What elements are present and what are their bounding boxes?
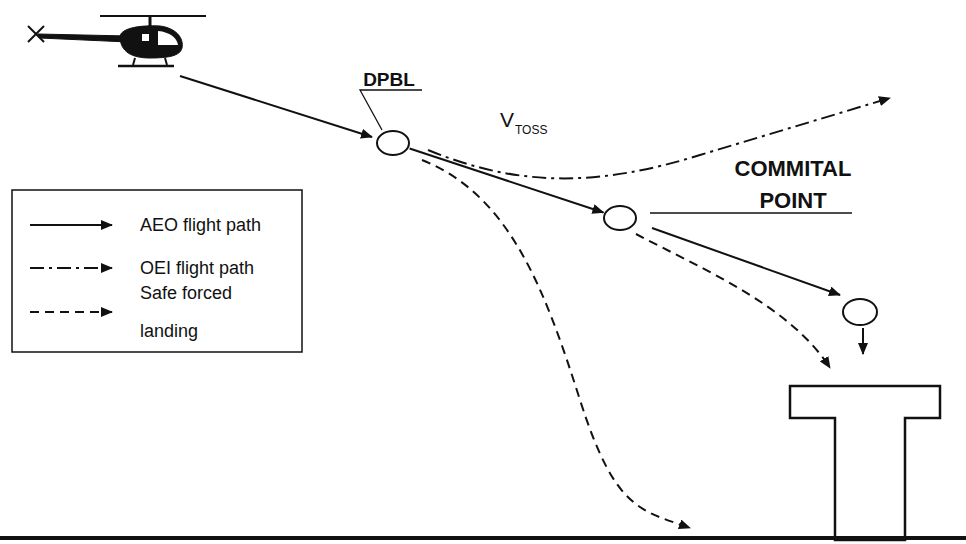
aeo-path	[180, 76, 372, 137]
position-circle: DPBL	[376, 130, 410, 156]
forced-landing-path	[636, 234, 830, 368]
legend-text: OEI flight path	[140, 249, 300, 287]
fuselage	[120, 26, 182, 58]
helicopter	[28, 16, 206, 66]
legend-sample	[30, 311, 112, 313]
speed-symbol: V	[500, 108, 514, 132]
legend-box	[12, 190, 302, 352]
aeo-path	[410, 149, 604, 213]
point-label: DPBL	[363, 66, 415, 94]
vertical-descent	[862, 328, 864, 354]
helipad	[790, 386, 940, 540]
tail-rotor	[28, 26, 44, 42]
legend-sample	[30, 267, 112, 269]
legend-sample	[30, 224, 112, 226]
cockpit-window	[158, 31, 178, 45]
circle-outline	[376, 130, 410, 156]
skid-strut	[165, 58, 167, 65]
circle-outline	[603, 205, 637, 231]
legend-text: AEO flight path	[140, 206, 300, 244]
circle-shape	[604, 206, 636, 230]
ground-line	[0, 536, 966, 540]
legend-text: Safe forced landing	[140, 274, 255, 350]
point-label: COMMITAL POINT	[718, 153, 868, 217]
speed-subscript: TOSS	[515, 123, 547, 137]
skid-strut	[133, 58, 135, 65]
position-circle: COMMITAL POINT	[603, 205, 637, 231]
circle-shape	[377, 131, 409, 155]
tail-boom	[38, 34, 128, 42]
cabin-window	[142, 34, 149, 41]
skid	[118, 65, 174, 68]
leader-line	[360, 90, 422, 130]
tail-rotor	[28, 26, 44, 42]
forced-landing-path	[422, 160, 690, 528]
main-rotor	[100, 15, 206, 17]
aeo-path	[652, 228, 840, 295]
position-circle	[843, 299, 877, 325]
